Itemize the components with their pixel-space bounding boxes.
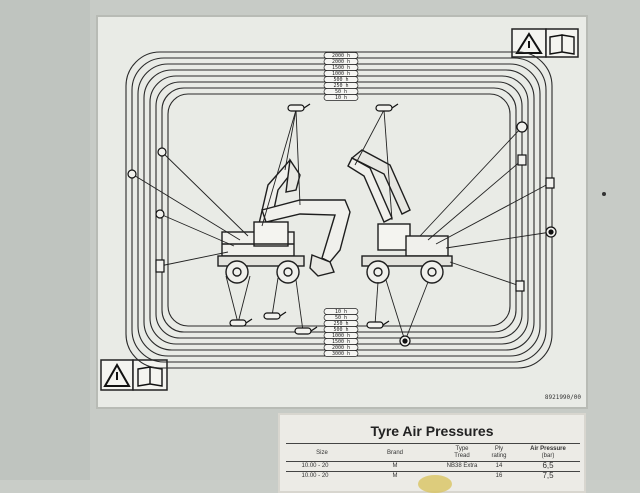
- grease-nipple-icon: [294, 326, 318, 335]
- cell-size: 10.00 - 20: [301, 463, 329, 469]
- gear-icon: [545, 226, 557, 238]
- manual-book-icon: [549, 34, 575, 55]
- interval-label: 1500 h: [332, 339, 350, 345]
- header-tread: Tread: [454, 453, 470, 459]
- interval-label: 2000 h: [332, 345, 350, 351]
- filter-icon: [517, 154, 527, 166]
- header-rating: rating: [491, 453, 507, 459]
- interval-label: 50 h: [335, 315, 347, 321]
- filter-icon: [155, 259, 165, 273]
- grease-nipple-icon: [287, 103, 311, 112]
- wall-left-shade: [0, 0, 90, 480]
- bottom-icons: [100, 359, 168, 391]
- table-row: 10.00 - 20 M NB38 Extra 14 6,5: [286, 461, 580, 470]
- header-brand: Brand: [386, 450, 403, 456]
- filter-icon: [515, 280, 525, 292]
- grease-nipple-icon: [366, 320, 390, 329]
- interval-label: 10 h: [335, 309, 347, 315]
- oil-drop-icon: [155, 209, 165, 219]
- interval-label: 1000 h: [332, 71, 350, 77]
- oil-drop-icon: [157, 147, 167, 157]
- interval-loop: [125, 51, 553, 369]
- table-row: 10.00 - 20 M 16 7,5: [286, 471, 580, 480]
- interval-label: 250 h: [333, 321, 348, 327]
- header-ply: Ply: [494, 446, 504, 452]
- header-type: Type: [455, 446, 469, 452]
- cell-brand: M: [392, 473, 398, 479]
- cell-type: NB38 Extra: [446, 463, 478, 469]
- warning-triangle-icon: [103, 362, 131, 387]
- interval-label: 3000 h: [332, 351, 350, 357]
- oil-drop-icon: [127, 169, 137, 179]
- cell-pressure: 6,5: [542, 461, 554, 470]
- interval-label-box: [323, 350, 359, 357]
- cell-brand: M: [392, 463, 398, 469]
- table-header-row: Size Brand Type Tread Ply rating Air Pre…: [286, 443, 580, 459]
- fuel-icon: [516, 121, 528, 133]
- grease-nipple-icon: [229, 318, 253, 327]
- header-unit: (bar): [541, 453, 555, 459]
- service-point-symbols: [127, 103, 557, 347]
- gear-icon: [399, 335, 411, 347]
- interval-label: 2000 h: [332, 59, 350, 65]
- filter-icon: [545, 177, 555, 189]
- cell-pressure: 7,5: [542, 471, 554, 480]
- top-icons: [511, 28, 579, 58]
- tyre-table-title: Tyre Air Pressures: [370, 423, 494, 439]
- dirt-stain: [418, 475, 452, 493]
- grease-nipple-icon: [263, 311, 287, 320]
- interval-label: 250 h: [333, 83, 348, 89]
- interval-label-box: [323, 94, 359, 101]
- cell-ply: 14: [495, 463, 503, 469]
- cell-ply: 16: [495, 473, 503, 479]
- cell-size: 10.00 - 20: [301, 473, 329, 479]
- interval-label: 500 h: [333, 77, 348, 83]
- header-pressure: Air Pressure: [530, 446, 566, 452]
- interval-label: 1500 h: [332, 65, 350, 71]
- interval-label: 50 h: [335, 89, 347, 95]
- rivet: [602, 192, 606, 196]
- interval-label: 500 h: [333, 327, 348, 333]
- warning-triangle-icon: [515, 32, 543, 54]
- grease-nipple-icon: [375, 103, 399, 112]
- interval-label: 10 h: [335, 95, 347, 101]
- excavator-right: [347, 149, 453, 284]
- header-size: Size: [316, 450, 328, 456]
- interval-label: 1000 h: [332, 333, 350, 339]
- tyre-pressure-table: Tyre Air Pressures Size Brand Type Tread…: [278, 413, 586, 493]
- leader-lines: [131, 109, 552, 342]
- interval-label: 2000 h: [332, 53, 350, 59]
- part-number: 8921990/00: [545, 394, 582, 401]
